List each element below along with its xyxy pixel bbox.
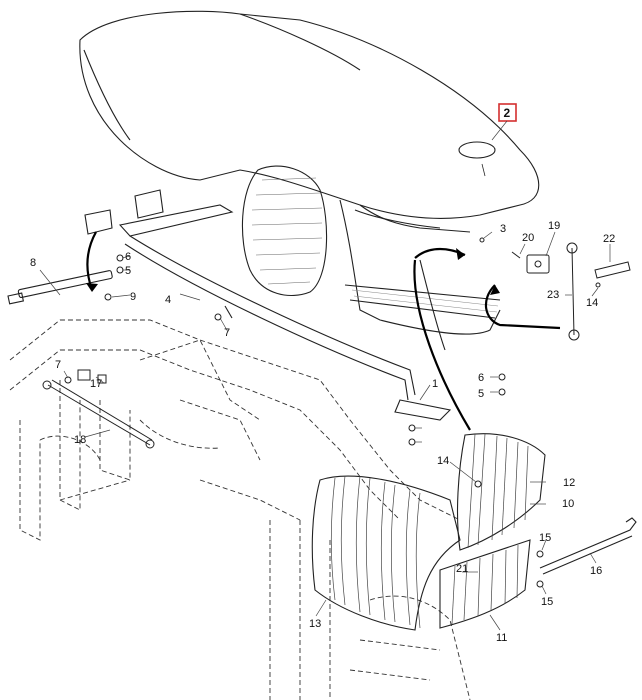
highlight-box [498,103,517,122]
side-panel-left [311,475,461,631]
callout-10: 10 [562,498,574,510]
leader-lines [39,231,611,631]
callout-7b: 7 [55,359,61,371]
callout-labels: 1 3 4 5 5 6 6 7 7 8 9 10 11 12 13 14 14 … [30,220,615,644]
callout-7a: 7 [224,327,230,339]
callout-11: 11 [496,632,507,644]
highlighted-part-callout[interactable]: 2 [491,103,517,141]
side-panel-right [439,433,546,629]
arrow-heads [86,248,500,295]
callout-23: 23 [547,289,559,301]
callout-6b: 6 [478,372,484,384]
callout-15b: 15 [541,596,553,608]
hood-assembly [79,10,540,351]
callout-19: 19 [548,220,560,232]
callout-4: 4 [165,294,171,306]
callout-8: 8 [30,257,36,269]
latch-rod [539,517,637,575]
fasteners [64,237,601,588]
callout-3: 3 [500,223,506,235]
callout-20: 20 [522,232,534,244]
callout-17: 17 [90,378,102,390]
callout-22: 22 [603,233,615,245]
callout-2: 2 [504,106,511,120]
callout-14a: 14 [437,455,449,467]
callout-13: 13 [309,618,321,630]
callout-6a: 6 [125,251,131,263]
callout-12: 12 [563,477,575,489]
callout-16: 16 [590,565,602,577]
callout-21: 21 [456,563,468,575]
gas-strut [42,379,155,449]
callout-5a: 5 [125,265,131,277]
callout-1: 1 [432,378,438,390]
callout-2-leader [491,120,508,141]
callout-18: 18 [74,434,86,446]
hood-emblem-recess [458,141,496,159]
callout-5b: 5 [478,388,484,400]
callout-9: 9 [130,291,136,303]
callout-14b: 14 [586,297,598,309]
latch-assembly [511,242,631,341]
hood-support-frame [7,189,452,421]
callout-15a: 15 [539,532,551,544]
